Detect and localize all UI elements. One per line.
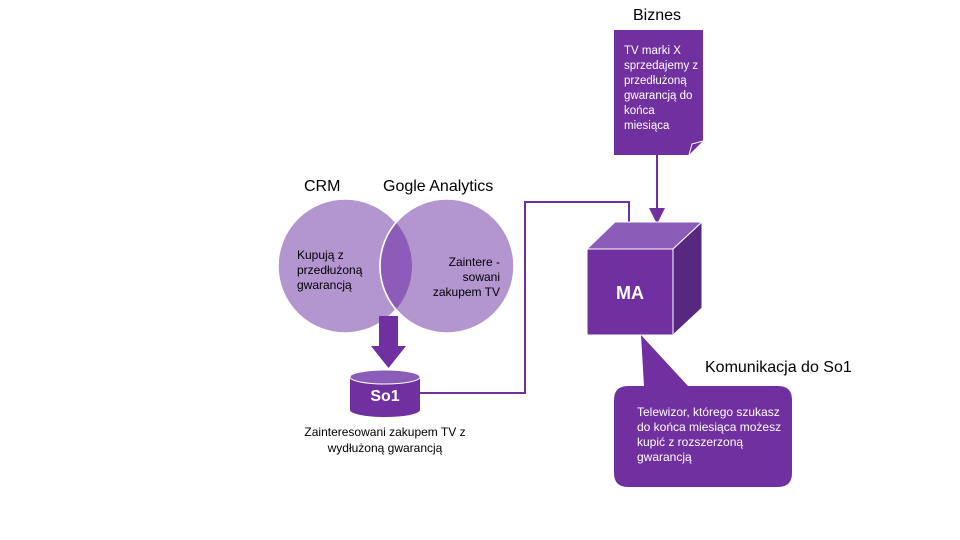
business-title: Biznes [633, 7, 682, 24]
down-arrow [371, 316, 406, 368]
communication-callout [614, 335, 792, 487]
crm-text: Kupują z przedłużoną gwarancją [297, 248, 363, 292]
so1-cylinder [349, 369, 421, 417]
so1-to-ma-connector [420, 201, 637, 394]
ga-text: Zaintere -sowani zakupem TV [432, 255, 500, 299]
communication-title: Komunikacja do So1 [705, 359, 852, 376]
crm-title: CRM [304, 178, 341, 195]
ma-cube [585, 220, 704, 337]
ma-label: MA [616, 283, 644, 303]
business-note-text: TV marki X sprzedajemy z przedłużoną gwa… [624, 45, 699, 132]
venn-overlap [379, 199, 412, 333]
communication-message: Telewizor, którego szukasz do końca mies… [637, 405, 782, 464]
so1-label: So1 [370, 388, 400, 405]
ga-title: Gogle Analytics [383, 178, 494, 195]
so1-caption: Zainteresowani zakupem TV z wydłużoną gw… [304, 425, 466, 455]
business-note-shape [614, 30, 703, 155]
